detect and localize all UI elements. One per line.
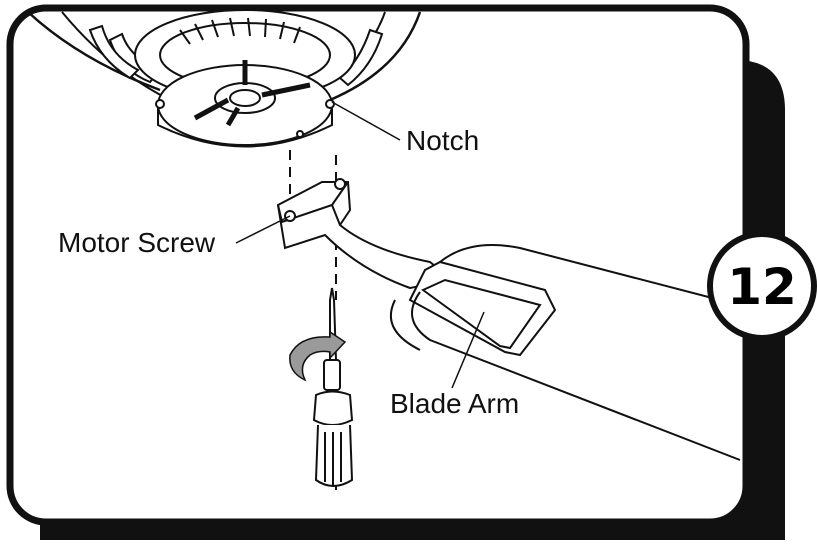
label-motor-screw: Motor Screw <box>58 227 216 258</box>
label-blade-arm: Blade Arm <box>390 388 519 419</box>
step-number: 12 <box>727 258 797 316</box>
fan-blade <box>390 244 741 461</box>
fan-motor-housing <box>27 9 422 148</box>
leader-lines <box>235 101 485 389</box>
rotation-arrow-icon <box>289 330 347 382</box>
step-badge: 12 <box>707 231 817 341</box>
blade-arm <box>276 178 557 357</box>
label-notch: Notch <box>406 125 479 156</box>
